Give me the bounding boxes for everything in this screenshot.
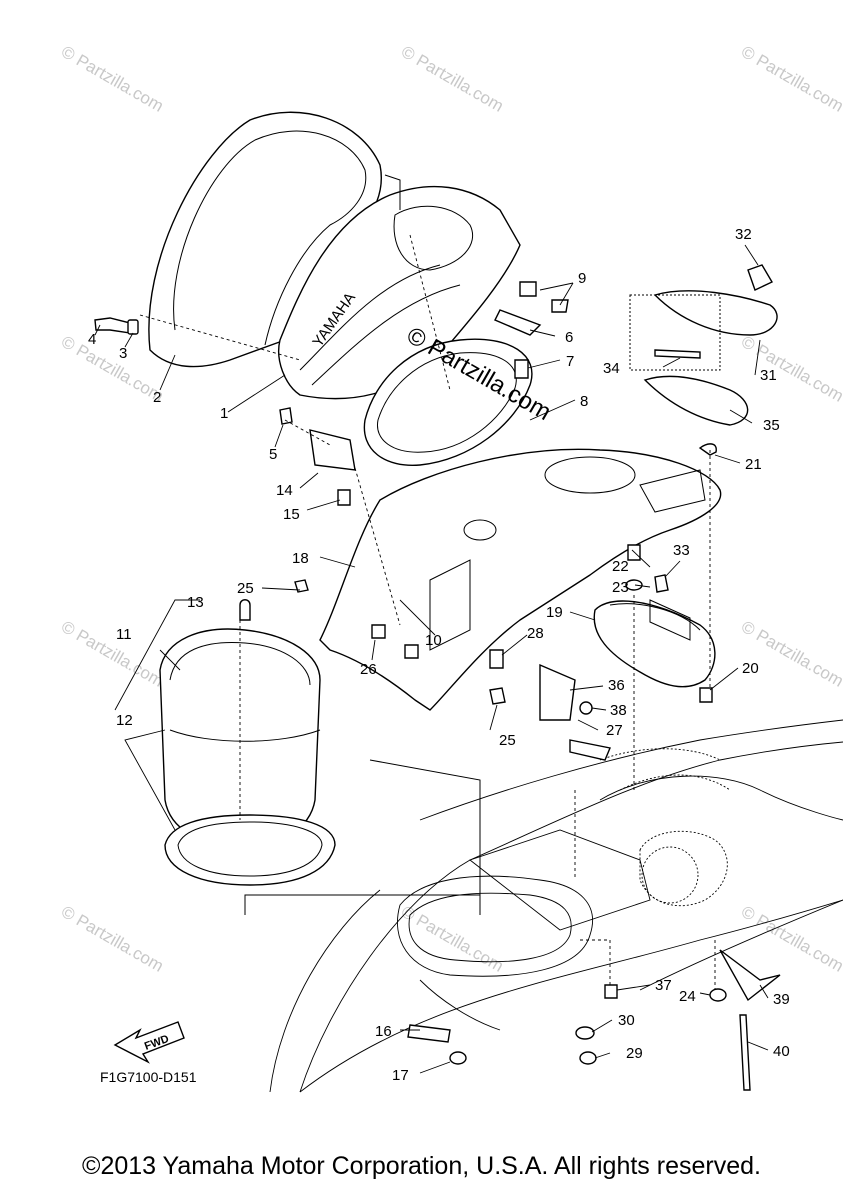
copyright-notice: ©2013 Yamaha Motor Corporation, U.S.A. A… [82, 1152, 761, 1180]
callout-label: 24 [679, 988, 696, 1005]
hull-outline [269, 719, 843, 1093]
callout-label: 17 [392, 1067, 409, 1084]
watermark: © Partzilla.com [738, 902, 843, 976]
fwd-arrow: FWD [113, 1021, 185, 1064]
callout-label: 31 [760, 367, 777, 384]
callout-label: 26 [360, 661, 377, 678]
callout-label: 4 [88, 331, 96, 348]
watermark: © Partzilla.com [398, 42, 507, 116]
watermark: © Partzilla.com [58, 617, 167, 691]
callout-label: 9 [578, 270, 586, 287]
callout-label: 29 [626, 1045, 643, 1062]
watermark: © Partzilla.com [398, 902, 507, 976]
hardware [94, 264, 781, 1091]
callout-label: 14 [276, 482, 293, 499]
part-cowl-shell [148, 111, 382, 368]
callout-label: 2 [153, 389, 161, 406]
callout-label: 21 [745, 456, 762, 473]
part-console [593, 599, 716, 688]
callout-label: 12 [116, 712, 133, 729]
callout-label: 8 [580, 393, 588, 410]
callout-label: 36 [608, 677, 625, 694]
callout-label: 20 [742, 660, 759, 677]
callout-label: 16 [375, 1023, 392, 1040]
watermark: © Partzilla.com [738, 42, 843, 116]
callout-label: 25 [237, 580, 254, 597]
callout-label: 22 [612, 558, 629, 575]
callout-label: 39 [773, 991, 790, 1008]
callout-label: 33 [673, 542, 690, 559]
callout-label: 19 [546, 604, 563, 621]
callout-label: 32 [735, 226, 752, 243]
callout-label: 10 [425, 632, 442, 649]
watermark: © Partzilla.com [58, 902, 167, 976]
part-front-cover: YAMAHA [278, 174, 521, 400]
callout-label: 34 [603, 360, 620, 377]
callout-label: 6 [565, 329, 573, 346]
callout-label: 30 [618, 1012, 635, 1029]
callout-label: 18 [292, 550, 309, 567]
callout-label: 5 [269, 446, 277, 463]
part-gasket [363, 338, 533, 466]
callout-label: 27 [606, 722, 623, 739]
assembly-lines [139, 234, 716, 990]
callout-label: 3 [119, 345, 127, 362]
callout-label: 35 [763, 417, 780, 434]
callout-label: 15 [283, 506, 300, 523]
callout-label: 7 [566, 353, 574, 370]
callout-labels: 1 2 3 4 5 6 7 8 9 10 11 12 13 14 15 16 1… [88, 226, 790, 1084]
callout-label: 23 [612, 579, 629, 596]
callout-label: 40 [773, 1043, 790, 1060]
part-deck-cover [319, 448, 722, 711]
callout-label: 38 [610, 702, 627, 719]
watermark: © Partzilla.com [58, 42, 167, 116]
drawing-code: F1G7100-D151 [100, 1069, 197, 1085]
callout-label: 13 [187, 594, 204, 611]
watermark: © Partzilla.com [738, 617, 843, 691]
part-lid [629, 290, 778, 371]
callout-label: 37 [655, 977, 672, 994]
callout-label: 1 [220, 405, 228, 422]
callout-label: 11 [116, 626, 132, 643]
leader-lines [94, 244, 769, 1074]
callout-label: 25 [499, 732, 516, 749]
part-pad [643, 375, 749, 426]
callout-label: 28 [527, 625, 544, 642]
part-bin-gasket [164, 814, 336, 886]
watermark: © Partzilla.com [738, 332, 843, 406]
